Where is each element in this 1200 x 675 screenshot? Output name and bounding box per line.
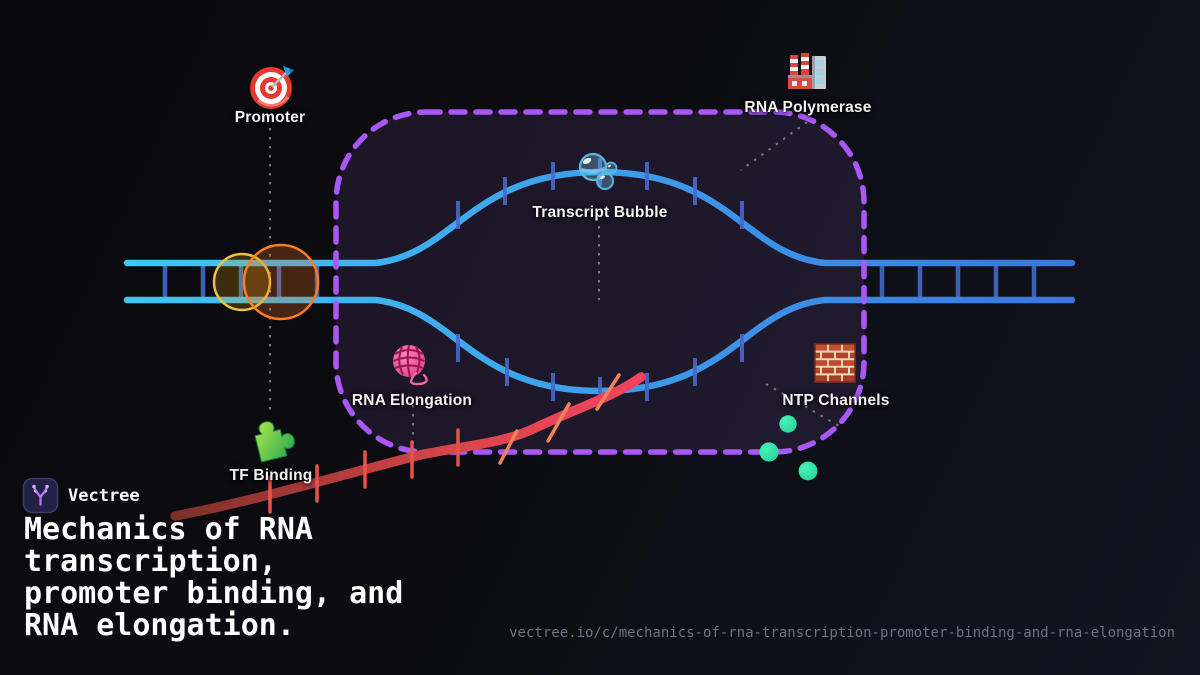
- rna-polymerase-label: RNA Polymerase: [744, 99, 872, 116]
- ntp-dots: [759, 415, 818, 481]
- page-title: Mechanics of RNA transcription, promoter…: [24, 512, 404, 643]
- transcript-bubble-label: Transcript Bubble: [532, 204, 668, 221]
- vectree-logo-icon: [22, 477, 59, 514]
- factory-icon: [782, 48, 834, 100]
- bubbles-icon: [576, 152, 622, 198]
- rna-base-ticks-diagonal: [498, 373, 621, 465]
- footer-url: vectree.io/c/mechanics-of-rna-transcript…: [509, 625, 1175, 641]
- tf-binding-site-circle-orange: [242, 243, 320, 321]
- rna-elongation-label: RNA Elongation: [351, 392, 473, 409]
- ntp-dot: [779, 415, 797, 433]
- tf-binding-site-circle-yellow: [212, 252, 272, 312]
- target-dart-icon: [246, 59, 298, 111]
- ntp-channels-label: NTP Channels: [782, 392, 890, 409]
- ntp-dot: [759, 442, 779, 462]
- tf-binding-label: TF Binding: [229, 467, 313, 484]
- puzzle-piece-icon: [246, 413, 296, 463]
- brand-name: Vectree: [68, 486, 140, 506]
- promoter-label: Promoter: [234, 109, 306, 126]
- ntp-channels-leader-line: [765, 383, 842, 428]
- ntp-dot: [798, 461, 818, 481]
- brick-wall-icon: [812, 340, 858, 386]
- transcription-bubble-outline: [333, 109, 867, 455]
- leader-lines: [269, 121, 842, 448]
- rna-base-ticks: [268, 428, 460, 514]
- yarn-ball-icon: [386, 340, 436, 390]
